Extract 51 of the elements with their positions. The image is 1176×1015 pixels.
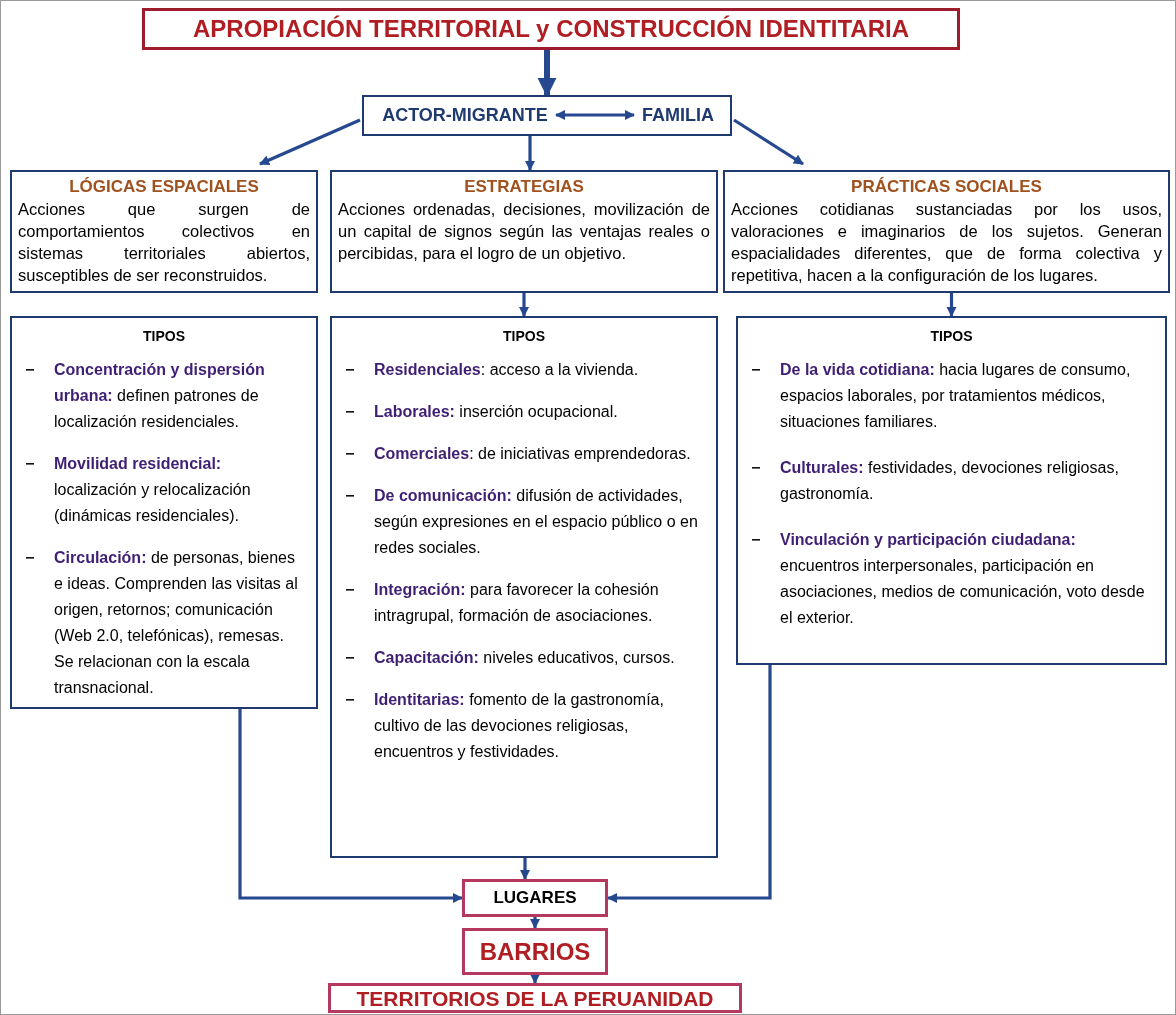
type-item: De comunicación: difusión de actividades, según expresiones en el espacio público o en redes sociales. bbox=[374, 486, 699, 558]
concept-box bbox=[330, 170, 718, 293]
type-item: Laborales: inserción ocupacional. bbox=[374, 402, 618, 422]
box-heading: ESTRATEGIAS bbox=[463, 176, 585, 198]
arrow bbox=[537, 50, 557, 97]
arrow bbox=[529, 973, 541, 984]
box-description: Acciones que surgen de comportamientos colectivos en sistemas territoriales abiertos, susceptibles de ser reconstruidos. bbox=[18, 199, 310, 286]
arrow bbox=[529, 917, 541, 929]
arrow bbox=[555, 109, 635, 121]
arrow bbox=[607, 665, 772, 904]
arrow bbox=[238, 709, 463, 904]
box-description: Acciones cotidianas sustanciadas por los usos, valoraciones e imaginarios de los sujetos. Generan espacialidades diferentes, que de forma colectiva y repetitiva, hacen a la configuración de los lugares. bbox=[731, 199, 1162, 286]
type-item: Capacitación: niveles educativos, cursos. bbox=[374, 648, 675, 668]
arrow bbox=[518, 293, 530, 317]
type-item: De la vida cotidiana: hacia lugares de consumo, espacios laborales, por tratamientos médicos, situaciones familiares. bbox=[780, 360, 1132, 432]
types-box bbox=[736, 316, 1167, 665]
type-item: Integración: para favorecer la cohesión intragrupal, formación de asociaciones. bbox=[374, 580, 660, 626]
box-heading: PRÁCTICAS SOCIALES bbox=[850, 176, 1043, 198]
type-item: Circulación: de personas, bienes e ideas. Comprenden las visitas al origen, retornos; comunicación (Web 2.0, telefónicas), remesas. Se relacionan con la escala transnacional. bbox=[54, 548, 299, 698]
actor-box bbox=[362, 95, 732, 136]
arrow bbox=[259, 118, 361, 166]
title-text: APROPIACIÓN TERRITORIAL y CONSTRUCCIÓN IDENTITARIA bbox=[193, 17, 909, 41]
box-heading: LÓGICAS ESPACIALES bbox=[68, 176, 260, 198]
type-item: Concentración y dispersión urbana: definen patrones de localización residenciales. bbox=[54, 360, 266, 432]
actor-label: FAMILIA bbox=[636, 97, 720, 133]
type-item: Vinculación y participación ciudadana: encuentros interpersonales, participación en asociaciones, medios de comunicación, voto desde el exterior. bbox=[780, 530, 1146, 628]
arrow bbox=[733, 118, 804, 166]
actor-label: ACTOR-MIGRANTE bbox=[376, 97, 554, 133]
box-description: Acciones ordenadas, decisiones, movilización de un capital de signos según las ventajas reales o percibidas, para el logro de un objetivo. bbox=[338, 199, 710, 264]
type-item: Movilidad residencial: localización y relocalización (dinámicas residenciales). bbox=[54, 454, 252, 526]
concept-box bbox=[723, 170, 1170, 293]
place-box bbox=[462, 928, 608, 975]
arrow bbox=[524, 136, 536, 171]
place-label: BARRIOS bbox=[479, 939, 591, 964]
type-item: Identitarias: fomento de la gastronomía, cultivo de las devociones religiosas, encuentros y festividades. bbox=[374, 690, 665, 762]
box-heading: TIPOS bbox=[502, 327, 546, 346]
types-box bbox=[330, 316, 718, 858]
title-box bbox=[142, 8, 960, 50]
type-item: Culturales: festividades, devociones religiosas, gastronomía. bbox=[780, 458, 1120, 504]
box-heading: TIPOS bbox=[142, 327, 186, 346]
box-heading: TIPOS bbox=[929, 327, 974, 346]
place-box bbox=[328, 983, 742, 1013]
type-item: Residenciales: acceso a la vivienda. bbox=[374, 360, 639, 380]
types-box bbox=[10, 316, 318, 709]
place-label: LUGARES bbox=[493, 887, 577, 910]
arrow bbox=[946, 293, 957, 317]
type-item: Comerciales: de iniciativas emprendedoras. bbox=[374, 444, 691, 464]
place-label: TERRITORIOS DE LA PERUANIDAD bbox=[356, 987, 714, 1009]
concept-box bbox=[10, 170, 318, 293]
place-box bbox=[462, 879, 608, 917]
arrow bbox=[519, 858, 531, 880]
